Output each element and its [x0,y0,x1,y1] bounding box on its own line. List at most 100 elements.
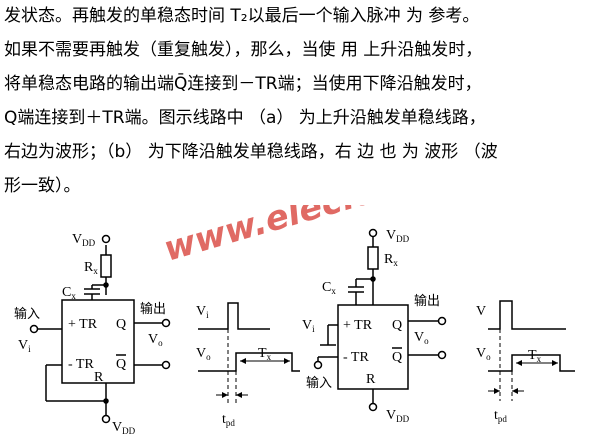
circuit-b-vdd-bottom-sub: DD [396,414,409,424]
circuit-b-vo-sub: o [424,336,429,346]
circuit-a-resistor-rx [100,254,112,278]
wave-a-vo-pulse [198,352,300,372]
wave-b-vo-pulse [488,354,575,372]
wave-a-vi-pulse [198,302,270,330]
svg-text:Cx: Cx [62,285,76,301]
circuit-b-pin-r: R [366,372,376,387]
circuit-b-pin-qbar: Q [392,350,402,365]
circuit-a-input-label: 输入 [14,306,40,322]
circuit-b-cx-sub: x [331,286,336,296]
circuit-b-output-label: 输出 [414,293,440,309]
svg-text:Rx: Rx [384,252,398,268]
circuit-b-input-terminal [313,360,323,370]
circuit-a-rx-label: R [84,260,94,275]
circuit-a-pin-r: R [94,370,104,385]
waveform-b: V Vo Tx tpd [476,300,575,424]
circuit-a-pin-q: Q [116,317,126,332]
circuit-a-cx-label: C [62,285,71,300]
wave-a-tx-label: T [258,346,267,361]
wave-a-tx-sub: x [267,352,272,362]
watermark-text: www.elecfans.com [159,205,513,270]
circuit-a-rx-sub: x [93,266,98,276]
circuit-b-pin-ntr: - TR [343,350,369,365]
circuit-a-vdd-top-sub: DD [82,238,95,248]
circuit-a-vdd-top-terminal [101,234,111,244]
circuit-b-vdd-top-label: V [386,228,396,243]
circuit-b-vdd-top-terminal [368,228,378,238]
wave-b-tpd-label: t [494,408,498,423]
svg-text:Vi: Vi [196,304,209,320]
svg-text:VDD: VDD [72,232,96,248]
wave-a-vo-sub: o [206,352,211,362]
circuit-b-resistor-rx [367,246,379,270]
circuit-b-cx-label: C [322,280,331,295]
wave-a-vi-label: V [196,304,206,319]
svg-text:Vi: Vi [18,338,31,354]
circuit-b-pin-q: Q [392,318,402,333]
wave-a-vo-label: V [196,346,206,361]
wave-a-tpd-label: t [222,412,226,427]
circuit-a-vo-label: V [148,332,158,347]
wave-b-vo-sub: o [486,352,491,362]
svg-text:Vo: Vo [148,332,163,348]
circuit-b-vi-label: V [302,318,312,333]
circuit-b-pin-ptr: + TR [343,318,373,333]
circuit-a-pin-ntr: - TR [68,357,94,372]
paragraph-line-2: 如果不需要再触发（重复触发），那么，当使 用 上升沿触发时， [4,40,483,60]
circuit-b-input-label: 输入 [306,375,332,391]
svg-text:tpd: tpd [494,408,507,424]
svg-text:Vi: Vi [302,318,315,334]
svg-text:tpd: tpd [222,412,235,428]
circuit-b: VDD Rx Cx + TR Q - TR Q R Vi [302,228,447,424]
svg-text:VDD: VDD [112,420,136,436]
wave-b-tpd-sub: pd [498,414,508,424]
circuit-a-vdd-top-label: V [72,232,82,247]
svg-text:Vo: Vo [476,346,491,362]
svg-text:VDD: VDD [386,408,410,424]
circuit-a-input-terminal [29,324,39,334]
circuit-a-ic-box [61,299,135,384]
wave-b-vo-label: V [476,346,486,361]
circuit-a: VDD Rx Cx + TR Q - TR Q R 输入 [14,232,171,436]
paragraph-line-4: Q端连接到＋TR端。图示线路中 （a） 为上升沿触发单稳线路， [4,108,486,128]
svg-text:Cx: Cx [322,280,336,296]
circuit-b-vo-label: V [414,330,424,345]
paragraph-line-1: 发状态。再触发的单稳态时间 T₂以最后一个输入脉冲 为 参考。 [4,6,480,26]
circuit-b-rx-label: R [384,252,394,267]
wave-b-vi-pulse [488,300,566,330]
circuit-a-pin-qbar: Q [116,357,126,372]
circuit-b-vdd-bottom-label: V [386,408,396,423]
svg-text:Vo: Vo [414,330,429,346]
circuit-a-output-terminal [161,318,171,328]
circuit-a-pin-ptr: + TR [68,317,98,332]
circuit-a-vdd-bottom-terminal [101,414,111,424]
circuit-b-vdd-bottom-terminal [368,402,378,412]
paragraph-line-3: 将单稳态电路的输出端Q̄连接到－TR端；当使用下降沿触发时， [4,74,482,94]
circuit-b-rx-sub: x [393,258,398,268]
paragraph-line-6: 形一致）。 [4,176,81,196]
svg-text:Tx: Tx [528,348,542,364]
circuit-a-vdd-bottom-sub: DD [122,426,135,436]
wave-b-vi-label: V [476,304,486,319]
circuit-a-vi-sub: i [28,344,31,354]
wave-a-vi-sub: i [206,310,209,320]
circuit-a-output-label: 输出 [140,301,166,317]
circuit-a-cx-sub: x [71,291,76,301]
wave-b-tx-sub: x [537,354,542,364]
circuit-figure: www.elecfans.com VDD Rx Cx + TR Q - TR Q [14,205,575,436]
wave-a-tpd-sub: pd [226,418,236,428]
svg-text:Rx: Rx [84,260,98,276]
paragraph-line-5: 右边为波形；（b） 为下降沿触发单稳线路，右 边 也 为 波形 （波 [4,142,498,162]
circuit-b-vdd-top-sub: DD [396,234,409,244]
wave-b-tx-label: T [528,348,537,363]
circuit-b-vi-sub: i [312,324,315,334]
svg-text:Vo: Vo [196,346,211,362]
circuit-a-vi-label: V [18,338,28,353]
circuit-a-vdd-bottom-label: V [112,420,122,435]
waveform-a: Vi Vo Tx tpd [196,302,300,428]
circuit-a-vo-sub: o [158,338,163,348]
circuit-b-ic-box [337,304,409,390]
svg-text:Tx: Tx [258,346,272,362]
circuit-b-output-terminal [437,316,447,326]
